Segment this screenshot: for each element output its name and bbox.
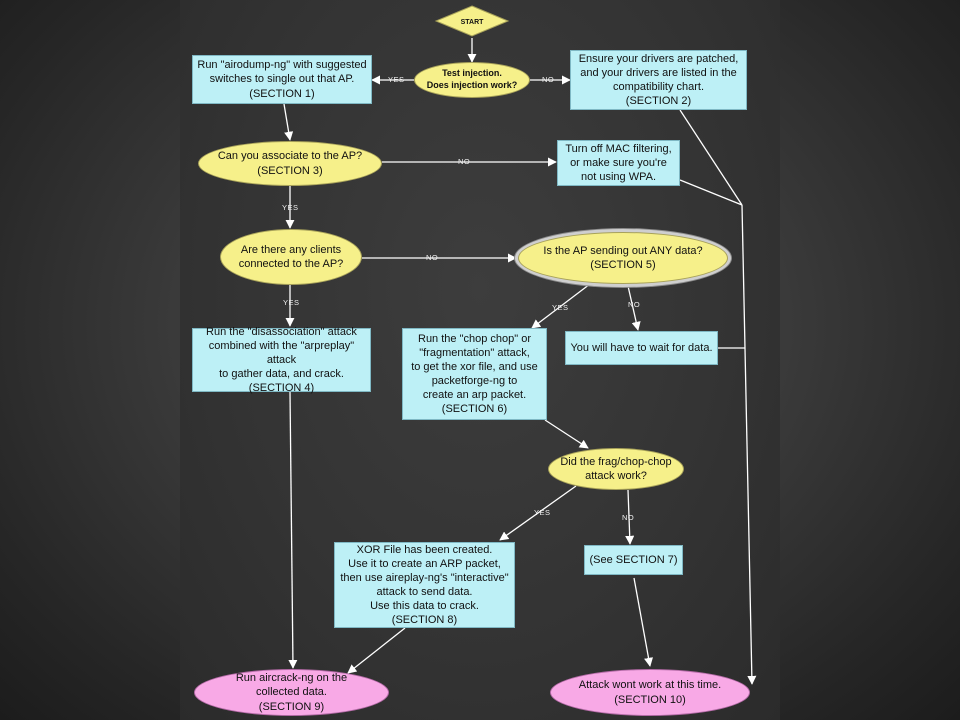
edge-label-no: NO [426,253,439,262]
run-airodump-text: Run "airodump-ng" with suggested switche… [197,59,367,100]
start-diamond [434,5,510,37]
aircrack-text: Run aircrack-ng on the collected data. (… [235,672,348,713]
disassociation-text: Run the "disassociation" attack combined… [206,325,357,395]
mac-filtering-box: Turn off MAC filtering, or make sure you… [557,140,680,186]
see-section7-box: (See SECTION 7) [584,545,683,575]
ap-sending-decision: Is the AP sending out ANY data? (SECTION… [518,232,728,284]
start-label: START [461,19,485,26]
edge-label-yes: YES [282,203,299,212]
edge-label-no: NO [458,157,471,166]
chopchop-box: Run the "chop chop" or "fragmentation" a… [402,328,547,420]
aircrack-terminal: Run aircrack-ng on the collected data. (… [194,669,389,716]
ap-sending-text: Is the AP sending out ANY data? (SECTION… [543,244,703,271]
edge-airodump-associate [283,103,294,141]
edge-label-yes: YES [552,303,569,312]
associate-decision: Can you associate to the AP? (SECTION 3) [198,141,382,186]
edge-section7-attack [633,577,654,667]
edge-label-yes: YES [388,75,405,84]
wait-data-text: You will have to wait for data. [570,341,713,354]
test-injection-text: Test injection. Does injection work? [426,68,518,90]
edge-label-no: NO [628,300,641,309]
clients-decision: Are there any clients connected to the A… [220,229,362,285]
edge-ap-chopchop [531,283,591,329]
chopchop-text: Run the "chop chop" or "fragmentation" a… [411,332,538,416]
edge-ap-wait [627,285,641,331]
test-injection-decision: Test injection. Does injection work? [414,62,530,98]
clients-text: Are there any clients connected to the A… [238,243,344,270]
disassociation-box: Run the "disassociation" attack combined… [192,325,371,395]
ensure-drivers-text: Ensure your drivers are patched, and you… [578,52,739,108]
ensure-drivers-box: Ensure your drivers are patched, and you… [570,50,747,110]
edge-disassoc-aircrack [288,391,298,669]
edge-label-no: NO [622,513,635,522]
edge-frag-section7 [625,489,635,545]
xor-created-text: XOR File has been created. Use it to cre… [340,543,509,627]
edge-label-yes: YES [283,298,300,307]
associate-text: Can you associate to the AP? (SECTION 3) [217,150,363,177]
attack-wont-terminal: Attack wont work at this time. (SECTION … [550,669,750,716]
run-airodump-box: Run "airodump-ng" with suggested switche… [192,55,372,104]
see-section7-text: (See SECTION 7) [589,553,678,566]
edge-drivers-merge [679,109,743,206]
xor-created-box: XOR File has been created. Use it to cre… [334,542,515,628]
edge-frag-xor [499,485,577,541]
frag-work-decision: Did the frag/chop-chop attack work? [548,448,684,490]
edge-label-no: NO [542,75,555,84]
edge-merge-attack [741,204,757,685]
edge-label-yes: YES [534,508,551,517]
edge-chopchop-frag [544,419,589,449]
attack-wont-text: Attack wont work at this time. (SECTION … [578,679,722,706]
edge-mac-merge [679,179,743,206]
frag-work-text: Did the frag/chop-chop attack work? [560,455,672,482]
mac-filtering-text: Turn off MAC filtering, or make sure you… [565,142,672,184]
edge-xor-aircrack [347,627,406,674]
wait-data-box: You will have to wait for data. [565,331,718,365]
